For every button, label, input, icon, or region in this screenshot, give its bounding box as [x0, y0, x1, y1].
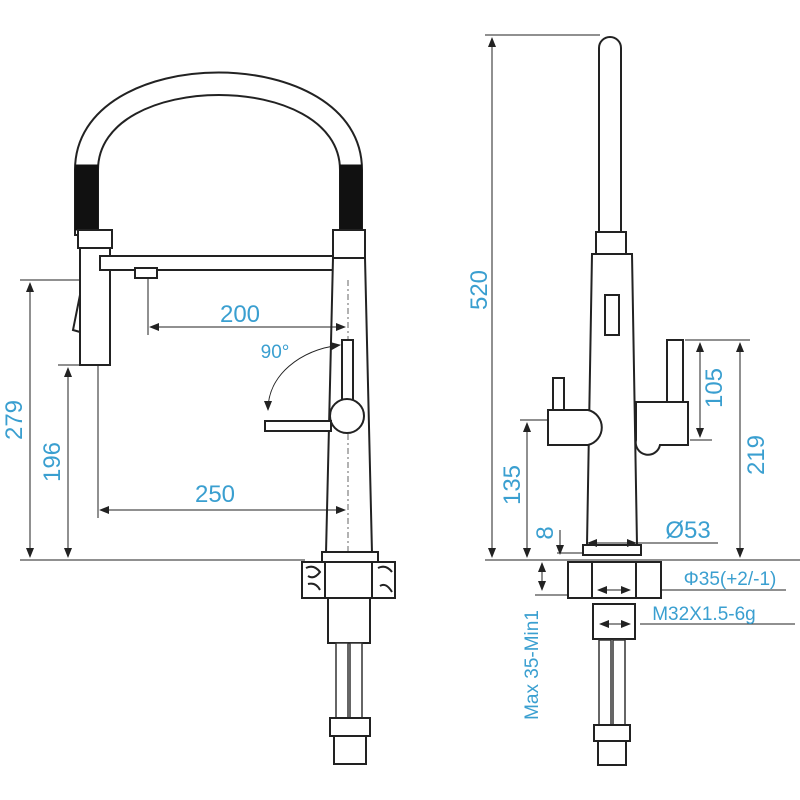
lever-knob: [329, 398, 365, 434]
filter-lever: [666, 339, 684, 411]
spring-arch: [74, 71, 363, 236]
mounting-nut: [327, 597, 371, 644]
side-hose-fitting: [593, 724, 631, 742]
label-side-lever-height: 135: [499, 465, 526, 505]
spray-head-collar: [77, 229, 113, 249]
label-base-diameter: Ø53: [665, 517, 710, 544]
side-base-plate: [582, 544, 642, 556]
lever-rotated: [264, 420, 332, 432]
label-total-height: 520: [466, 270, 493, 310]
hose-nut: [333, 735, 367, 765]
left-faucet-front-view: 200 250 90° 279 196: [1, 71, 396, 765]
arch-collar-right: [339, 164, 363, 231]
label-height-spray: 279: [1, 400, 28, 440]
spray-button: [604, 294, 620, 336]
label-reach-spray: 200: [220, 301, 260, 328]
spout-collar: [595, 231, 627, 255]
label-lever-top: 219: [743, 435, 770, 475]
side-shank: [591, 561, 637, 599]
label-hole-diameter: Φ35(+2/-1): [684, 569, 777, 590]
label-counter-thickness: Max 35-Min1: [522, 610, 543, 720]
body-collar: [332, 229, 366, 259]
stone-texture: [305, 565, 393, 593]
hose-fitting: [329, 717, 371, 737]
label-thread: M32X1.5-6g: [652, 604, 756, 625]
side-knob: [547, 409, 603, 446]
side-hose-left: [598, 639, 612, 726]
label-reach-spout: 250: [195, 481, 235, 508]
base-plate: [321, 551, 379, 563]
side-hose-nut: [597, 740, 627, 766]
side-mounting-nut: [592, 603, 636, 640]
rotation-arc: [264, 342, 341, 411]
filter-valve: [634, 401, 689, 456]
spray-trigger: [71, 294, 81, 333]
hose-left: [335, 642, 349, 719]
hose-right: [349, 642, 363, 719]
label-height-lever: 196: [39, 442, 66, 482]
label-lever-height: 105: [701, 368, 728, 408]
label-rotation: 90°: [261, 342, 290, 363]
side-hose-right: [612, 639, 626, 726]
arch-collar-left: [74, 164, 99, 231]
spout-tube: [598, 36, 622, 236]
right-faucet-side-view: 520 105 219 135 8 Ø53 Φ35(+2/-1) M32X1.5…: [466, 34, 800, 766]
label-base-thickness: 8: [532, 526, 559, 539]
shank: [324, 561, 373, 599]
arm-bracket: [134, 267, 158, 279]
